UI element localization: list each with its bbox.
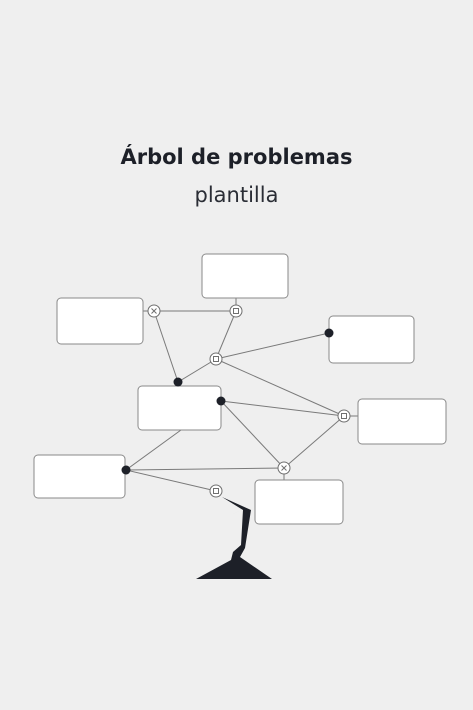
connector-line — [283, 415, 345, 469]
page-title: Árbol de problemas — [120, 145, 353, 169]
problem-box-center — [137, 385, 222, 431]
page-subtitle: plantilla — [194, 183, 279, 207]
junction-nodes — [147, 304, 351, 498]
problem-box-top-left — [56, 297, 144, 345]
junction-node-square — [209, 484, 223, 498]
connector-line — [215, 332, 330, 360]
connector-line — [125, 429, 182, 471]
connector-line — [125, 469, 217, 492]
anchor-dots — [121, 328, 334, 475]
connector-lines — [125, 298, 358, 492]
anchor-dot — [121, 465, 131, 475]
problem-box-top-center — [201, 253, 289, 299]
junction-node-square — [209, 352, 223, 366]
anchor-dot — [216, 396, 226, 406]
connector-line — [215, 310, 237, 360]
problem-box-right-middle — [357, 398, 447, 445]
junction-node-x — [147, 304, 161, 318]
connector-line — [153, 310, 179, 383]
junction-node-square — [337, 409, 351, 423]
junction-node-x — [277, 461, 291, 475]
connector-line — [125, 467, 285, 471]
lamp-silhouette-icon — [196, 497, 272, 579]
connector-line — [220, 400, 345, 417]
problem-box-right-upper — [328, 315, 415, 364]
problem-box-bottom-right — [254, 479, 344, 525]
connector-line — [220, 400, 285, 469]
junction-node-square — [229, 304, 243, 318]
problem-box-left-lower — [33, 454, 126, 499]
connector-line — [215, 358, 345, 417]
anchor-dot — [324, 328, 334, 338]
anchor-dot — [173, 377, 183, 387]
diagram-boxes — [33, 253, 447, 525]
connector-line — [177, 358, 217, 383]
